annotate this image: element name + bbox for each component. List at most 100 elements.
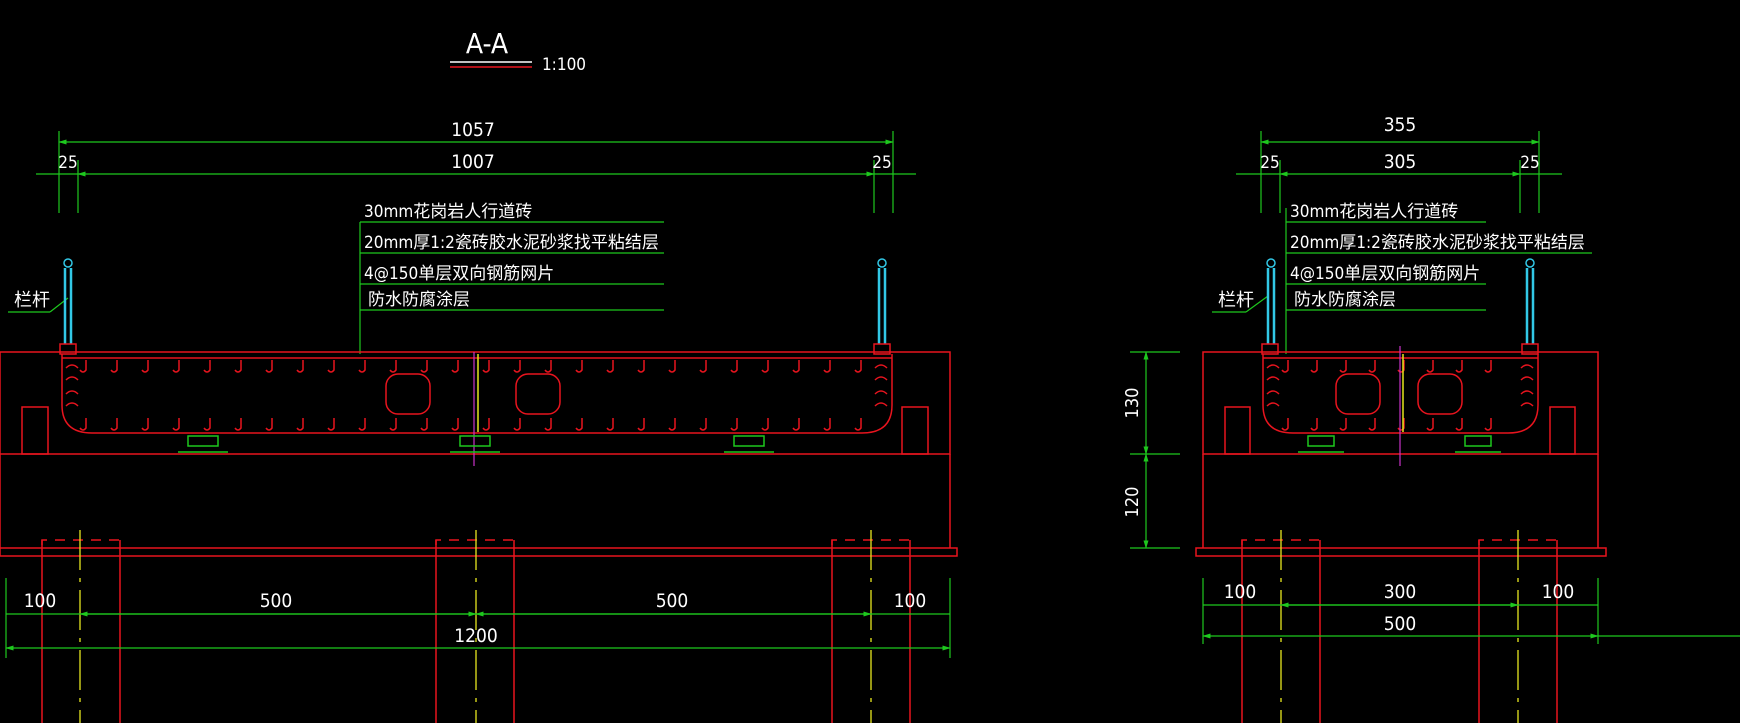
rebar-hook	[606, 360, 614, 373]
rebar-hook	[79, 360, 87, 373]
left-block	[901, 406, 929, 455]
right-railing-label: 栏杆	[1218, 290, 1254, 311]
left-rebar-bottom	[79, 418, 862, 431]
left-structure	[0, 351, 958, 557]
rebar-hook	[327, 418, 335, 431]
rebar-hook	[823, 418, 831, 431]
rebar-hook	[792, 418, 800, 431]
right-bottom-dimensions	[1202, 578, 1740, 644]
rebar-hook	[234, 360, 242, 373]
right-layer-3: 4@150单层双向钢筋网片	[1290, 264, 1480, 284]
left-layer-4: 防水防腐涂层	[368, 290, 470, 310]
right-bearings	[1298, 435, 1501, 453]
rebar-hook	[296, 418, 304, 431]
left-layer-leader	[359, 221, 664, 354]
right-top-dimensions	[1236, 131, 1562, 213]
rebar-hook	[1339, 418, 1347, 431]
rebar-hook	[141, 418, 149, 431]
left-dim-bottom-right: 100	[894, 590, 927, 612]
right-railing-leader	[1212, 295, 1269, 313]
rebar-hook	[141, 360, 149, 373]
rebar-hook	[637, 418, 645, 431]
right-dim-edge-left: 25	[1260, 153, 1279, 173]
right-layer-2: 20mm厚1:2瓷砖胶水泥砂浆找平粘结层	[1290, 233, 1585, 253]
right-dim-overall: 355	[1384, 114, 1417, 136]
rebar-hook	[854, 418, 862, 431]
left-block	[21, 406, 49, 455]
rebar-hook	[1339, 360, 1347, 373]
rebar-hook	[1368, 360, 1376, 373]
left-railing-post-1	[59, 258, 77, 355]
left-rebar-ends	[65, 364, 888, 407]
rebar-hook	[327, 360, 335, 373]
right-layer-1: 30mm花岗岩人行道砖	[1290, 202, 1458, 222]
right-dim-bottom-left: 100	[1224, 581, 1257, 603]
rebar-hook	[203, 360, 211, 373]
left-void-2	[515, 373, 561, 415]
rebar-hook	[761, 418, 769, 431]
section-title-block: A-A 1:100	[450, 27, 586, 75]
left-box-deck	[61, 354, 893, 434]
rebar-hook	[389, 360, 397, 373]
rebar-hook	[296, 360, 304, 373]
left-footing-slab	[0, 547, 958, 557]
rebar-hook	[823, 360, 831, 373]
left-layer-1: 30mm花岗岩人行道砖	[364, 202, 532, 222]
rebar-hook	[575, 360, 583, 373]
rebar-hook	[110, 418, 118, 431]
left-dim-edge-left: 25	[58, 153, 77, 173]
right-section: 355 305 25 25 30mm花岗岩人行道砖 20mm厚1:2瓷砖胶水泥砂…	[1122, 114, 1740, 723]
left-rebar-top	[79, 360, 862, 373]
rebar-hook	[1426, 360, 1434, 373]
right-rebar-ends	[1266, 364, 1534, 407]
left-dim-inner: 1007	[451, 151, 495, 173]
left-layer-2: 20mm厚1:2瓷砖胶水泥砂浆找平粘结层	[364, 233, 659, 253]
rebar-hook	[1484, 418, 1492, 431]
rebar-hook	[203, 418, 211, 431]
right-dim-bottom-right: 100	[1542, 581, 1575, 603]
left-bottom-dimensions	[5, 578, 951, 658]
rebar-hook	[1397, 418, 1405, 431]
right-rebar-bottom	[1281, 418, 1492, 431]
left-cap-beam	[0, 351, 951, 455]
section-scale: 1:100	[542, 55, 586, 75]
rebar-hook	[761, 360, 769, 373]
rebar-hook	[1310, 360, 1318, 373]
rebar-hook	[1368, 418, 1376, 431]
rebar-hook	[110, 360, 118, 373]
rebar-hook	[699, 418, 707, 431]
rebar-hook	[513, 360, 521, 373]
rebar-hook	[1310, 418, 1318, 431]
rebar-hook	[606, 418, 614, 431]
left-top-dimensions	[36, 131, 916, 213]
rebar-hook	[172, 418, 180, 431]
right-dim-bottom-mid: 300	[1384, 581, 1417, 603]
rebar-hook	[358, 360, 366, 373]
rebar-hook	[1281, 418, 1289, 431]
rebar-hook	[1455, 418, 1463, 431]
left-dim-overall: 1057	[451, 119, 495, 141]
rebar-hook	[451, 418, 459, 431]
rebar-hook	[420, 418, 428, 431]
left-section: 1057 1007 25 25 30mm花岗岩人行道砖 20mm厚1:2瓷砖胶水…	[0, 119, 958, 723]
rebar-hook	[544, 360, 552, 373]
right-rebar-top	[1281, 360, 1492, 373]
rebar-hook	[482, 360, 490, 373]
rebar-hook	[265, 360, 273, 373]
left-pile-axes	[79, 530, 872, 723]
right-dim-height-lower: 120	[1122, 487, 1143, 518]
rebar-hook	[544, 418, 552, 431]
left-dim-bottom-mid2: 500	[656, 590, 689, 612]
rebar-hook	[79, 418, 87, 431]
rebar-hook	[1426, 418, 1434, 431]
section-title: A-A	[466, 27, 509, 60]
rebar-hook	[420, 360, 428, 373]
left-dim-bottom-mid1: 500	[260, 590, 293, 612]
rebar-hook	[1455, 360, 1463, 373]
right-pile-axes	[1280, 530, 1519, 723]
rebar-hook	[1281, 360, 1289, 373]
right-dim-height-upper: 130	[1122, 388, 1143, 419]
rebar-hook	[1397, 360, 1405, 373]
rebar-hook	[699, 360, 707, 373]
